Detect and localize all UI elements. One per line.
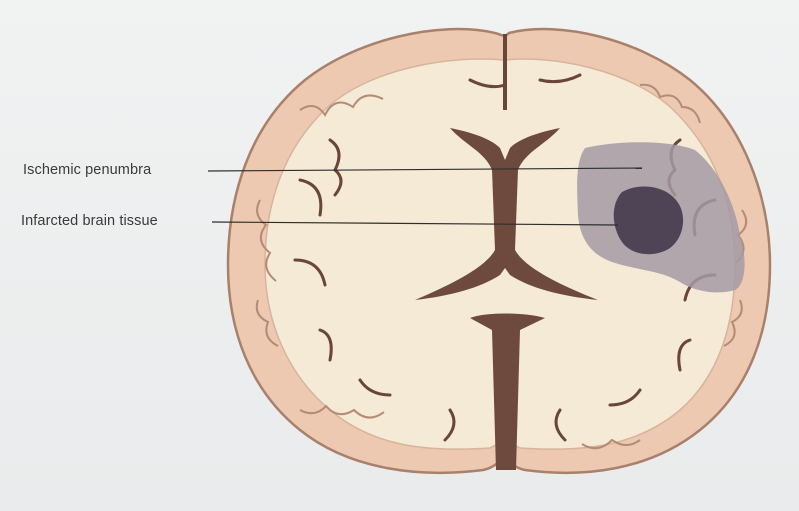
penumbra-label: Ischemic penumbra	[23, 162, 151, 178]
infarct-label: Infarcted brain tissue	[21, 213, 158, 229]
infarcted-core	[614, 186, 683, 254]
